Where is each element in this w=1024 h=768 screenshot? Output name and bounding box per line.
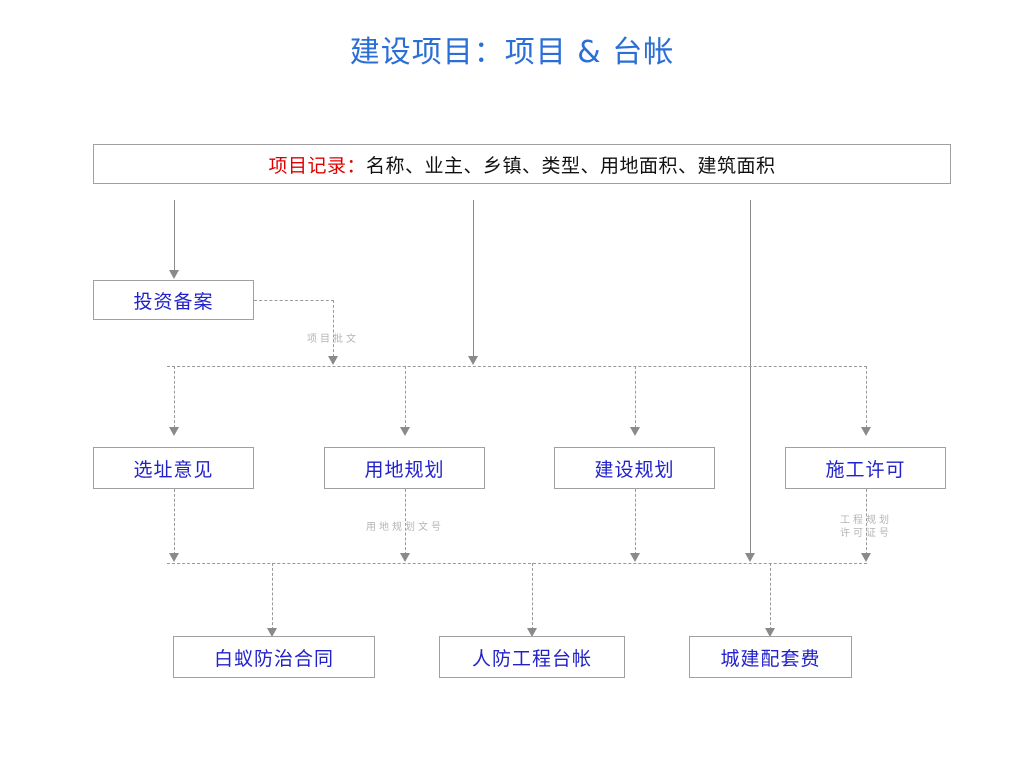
arrowhead-site-opinion-to-bus2 <box>169 553 179 562</box>
edge-label-project-approval: 项目批文 <box>307 334 359 345</box>
arrowhead-bus2-to-urban-support-fee <box>765 628 775 637</box>
edge-label-eng-planning-permit-line2: 许可证号 <box>840 528 892 539</box>
arrowhead-construction-planning-to-bus2 <box>630 553 640 562</box>
connector-bus1-to-site-opinion <box>174 366 175 428</box>
node-civil-defense-ledger-label: 人防工程台帐 <box>471 647 592 670</box>
arrowhead-header-to-filing <box>169 270 179 279</box>
connector-bus1-to-construction-permit <box>866 366 867 428</box>
node-land-planning-label: 用地规划 <box>364 458 445 481</box>
arrowhead-bus2-to-termite-contract <box>267 628 277 637</box>
node-termite-contract[interactable]: 白蚁防治合同 <box>173 636 375 678</box>
connector-header-to-bus2 <box>750 200 751 554</box>
node-investment-filing-label: 投资备案 <box>133 290 214 313</box>
node-land-planning[interactable]: 用地规划 <box>324 447 485 489</box>
edge-label-eng-planning-permit: 工程规划许可证号 <box>806 514 926 540</box>
arrowhead-bus1-to-construction-permit <box>861 427 871 436</box>
connector-bus2-to-termite-contract <box>272 563 273 630</box>
connector-site-opinion-to-bus2 <box>174 489 175 555</box>
connector-bus2-to-civil-defense-ledger <box>532 563 533 630</box>
node-construction-permit-label: 施工许可 <box>825 458 906 481</box>
connector-header-to-filing <box>174 200 175 271</box>
node-urban-support-fee-label: 城建配套费 <box>720 647 821 670</box>
node-termite-contract-label: 白蚁防治合同 <box>213 647 334 670</box>
node-investment-filing[interactable]: 投资备案 <box>93 280 254 320</box>
distribution-bus-lower <box>167 563 867 564</box>
arrowhead-filing-to-bus1 <box>328 356 338 365</box>
connector-bus1-to-construction-planning <box>635 366 636 428</box>
connector-filing-out-vertical <box>333 300 334 357</box>
connector-land-planning-to-bus2 <box>405 489 406 555</box>
arrowhead-header-to-bus1 <box>468 356 478 365</box>
edge-label-land-planning-doc-no: 用地规划文号 <box>366 522 444 533</box>
node-construction-permit[interactable]: 施工许可 <box>785 447 946 489</box>
node-urban-support-fee[interactable]: 城建配套费 <box>689 636 852 678</box>
connector-bus1-to-land-planning <box>405 366 406 428</box>
node-civil-defense-ledger[interactable]: 人防工程台帐 <box>439 636 625 678</box>
connector-construction-planning-to-bus2 <box>635 489 636 555</box>
arrowhead-bus2-to-civil-defense-ledger <box>527 628 537 637</box>
node-construction-planning[interactable]: 建设规划 <box>554 447 715 489</box>
arrowhead-bus1-to-construction-planning <box>630 427 640 436</box>
node-site-opinion-label: 选址意见 <box>133 458 214 481</box>
edge-label-eng-planning-permit-line1: 工程规划 <box>840 515 892 526</box>
project-record-fields: 名称、业主、乡镇、类型、用地面积、建筑面积 <box>366 154 776 177</box>
connector-filing-out-horizontal <box>254 300 334 301</box>
connector-bus2-to-urban-support-fee <box>770 563 771 630</box>
node-construction-planning-label: 建设规划 <box>594 458 675 481</box>
page-title: 建设项目：项目 & 台帐 <box>349 35 675 70</box>
arrowhead-bus1-to-land-planning <box>400 427 410 436</box>
arrowhead-bus1-to-site-opinion <box>169 427 179 436</box>
connector-header-to-bus1 <box>473 200 474 357</box>
arrowhead-header-to-bus2 <box>745 553 755 562</box>
node-site-opinion[interactable]: 选址意见 <box>93 447 254 489</box>
project-record-label: 项目记录： <box>268 154 366 177</box>
arrowhead-construction-permit-to-bus2 <box>861 553 871 562</box>
arrowhead-land-planning-to-bus2 <box>400 553 410 562</box>
project-record-box[interactable]: 项目记录：名称、业主、乡镇、类型、用地面积、建筑面积 <box>93 144 951 184</box>
distribution-bus-upper <box>167 366 867 367</box>
connector-construction-permit-to-bus2 <box>866 489 867 555</box>
